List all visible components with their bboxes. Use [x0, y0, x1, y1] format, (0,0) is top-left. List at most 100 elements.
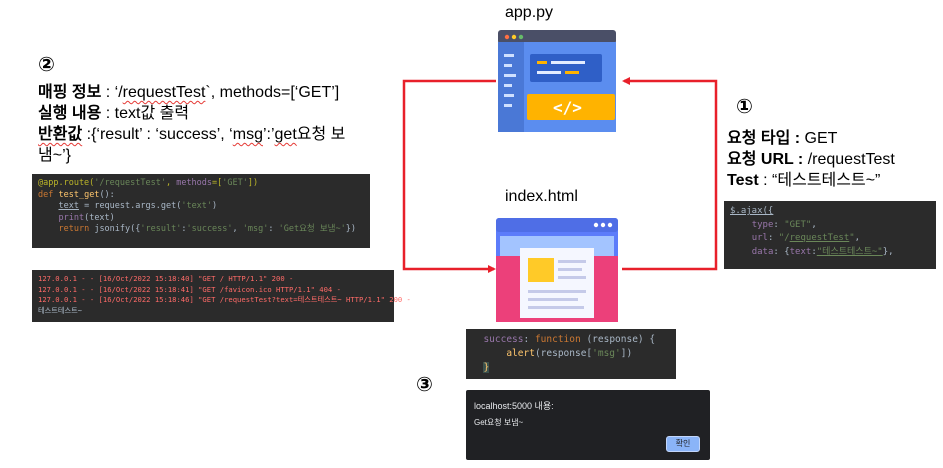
code-line: @app.route('/requestTest', methods=['GET…	[38, 178, 364, 190]
return-info-line: 반환값 :{‘result’ : ‘success’, ‘msg’:’get요청…	[38, 124, 345, 145]
request-type-key: 요청 타입 :	[727, 130, 801, 147]
code-token: '/requestTest'	[94, 178, 166, 188]
log-line: 테스트테스트~	[38, 305, 83, 315]
code-token: 'msg'	[242, 224, 269, 234]
code-token: {	[784, 246, 790, 257]
svg-text:</>: </>	[553, 98, 582, 117]
code-token: "	[849, 233, 855, 243]
code-token: function	[534, 334, 581, 345]
step-3-marker: ③	[416, 374, 433, 396]
log-line: 127.0.0.1 - - [16/Oct/2022 15:18:40] "GE…	[38, 274, 294, 283]
log-line: 127.0.0.1 - - [16/Oct/2022 15:18:41] "GE…	[38, 284, 341, 294]
alert-dialog: localhost:5000 내용: Get요청 보냄~ 확인	[466, 390, 710, 460]
exec-info-line: 실행 내용 : text값 출력	[38, 103, 345, 124]
code-token: (response[	[534, 348, 593, 359]
code-line: url: "/requestTest",	[751, 233, 861, 243]
flask-route-code: @app.route('/requestTest', methods=['GET…	[32, 174, 370, 248]
success-callback-code: success: function (response) { alert(res…	[466, 329, 676, 379]
webpage-icon	[496, 218, 618, 322]
return-info-post: 요청 보	[296, 126, 346, 143]
return-info-pre: :{‘result’ : ‘success’, ‘	[82, 126, 233, 143]
code-line: $.ajax({	[730, 205, 930, 219]
code-token: (text)	[84, 212, 115, 223]
code-token: 'text'	[181, 201, 213, 211]
ajax-request-code: $.ajax({ type: "GET", url: "/requestTest…	[724, 201, 936, 269]
exec-info-value: : text값 출력	[101, 105, 190, 122]
request-test-value: : “테스트테스트~”	[758, 172, 881, 189]
code-token: =[	[212, 178, 223, 188]
code-token: "/	[778, 233, 790, 243]
code-token: (response) {	[580, 334, 656, 345]
code-token: requestTest	[789, 233, 850, 243]
code-line: data: {text:"테스트테스트~"},	[751, 246, 894, 257]
code-token: ,	[232, 224, 243, 234]
request-type-value: GET	[800, 130, 838, 147]
code-token: 'msg'	[592, 348, 621, 359]
request-url-key: 요청 URL :	[727, 151, 804, 168]
code-token: "테스트테스트~"	[816, 246, 883, 257]
code-line: print(text)	[38, 213, 364, 225]
return-info-key: 반환값	[38, 126, 83, 143]
index-html-label: index.html	[505, 188, 578, 205]
exec-info-key: 실행 내용	[38, 105, 102, 122]
code-token: success	[483, 334, 524, 345]
code-token: 'result'	[140, 224, 182, 234]
step-1-marker: ①	[736, 96, 753, 118]
code-token: "GET"	[784, 219, 812, 230]
mapping-info-path: requestTest	[122, 84, 206, 101]
code-line: type: "GET",	[751, 219, 817, 230]
alert-ok-button[interactable]: 확인	[666, 436, 700, 452]
code-token: type	[751, 219, 774, 230]
server-log: 127.0.0.1 - - [16/Oct/2022 15:18:40] "GE…	[32, 270, 411, 322]
code-token: test_get	[58, 189, 100, 200]
return-info-line-2: 냄~’}	[38, 147, 71, 164]
request-arrow	[622, 77, 718, 271]
return-info-mid: ’:’	[262, 126, 275, 143]
code-token: :	[181, 224, 187, 234]
code-token: $.ajax({	[730, 206, 774, 216]
code-window-icon: </>	[498, 30, 616, 132]
code-line: alert(response['msg'])	[472, 347, 670, 361]
code-token: ])	[620, 348, 633, 359]
code-token: def	[38, 189, 59, 200]
mapping-description: 매핑 정보 : ‘/requestTest`, methods=[‘GET’] …	[38, 82, 345, 166]
code-token: @app.route(	[38, 178, 95, 188]
code-token: text	[58, 201, 79, 211]
mapping-info-post: `, methods=[‘GET’]	[205, 84, 340, 101]
code-token: print	[58, 212, 85, 223]
code-token: alert	[506, 348, 535, 359]
alert-title: localhost:5000 내용:	[474, 401, 554, 411]
code-token: ():	[99, 189, 115, 200]
return-info-get: get	[274, 126, 297, 143]
log-line: 127.0.0.1 - - [16/Oct/2022 15:18:46] "GE…	[38, 295, 411, 304]
code-token: }	[483, 362, 490, 373]
code-token: data	[751, 246, 774, 257]
code-line: def test_get():	[38, 190, 364, 202]
code-token: = request.args.get(	[78, 201, 182, 211]
code-line: text = request.args.get('text')	[38, 201, 364, 213]
request-test-key: Test	[727, 172, 759, 189]
code-token: },	[882, 246, 894, 257]
mapping-info-line: 매핑 정보 : ‘/requestTest`, methods=[‘GET’]	[38, 82, 345, 103]
app-py-label: app.py	[505, 4, 554, 21]
code-line: return jsonify({'result':'success', 'msg…	[38, 224, 364, 236]
code-token: jsonify({	[89, 224, 141, 234]
mapping-info-key: 매핑 정보	[38, 84, 102, 101]
alert-message: Get요청 보냄~	[474, 418, 524, 427]
request-url-value: /requestTest	[803, 151, 895, 168]
code-token: methods	[176, 178, 213, 188]
request-url-line: 요청 URL : /requestTest	[727, 149, 895, 170]
mapping-info-pre: : ‘/	[101, 84, 123, 101]
step-2-marker: ②	[38, 54, 55, 76]
code-token: 'Get요청 보냄~'	[278, 224, 346, 234]
code-token: ])	[247, 178, 259, 188]
code-token: )	[212, 201, 218, 211]
response-arrow	[402, 79, 496, 273]
code-token: return	[58, 224, 90, 234]
code-token: 'success'	[186, 224, 233, 234]
code-token: })	[345, 224, 356, 234]
code-token: text	[789, 246, 812, 257]
code-token: 'GET'	[222, 178, 248, 188]
code-token: ,	[165, 178, 177, 188]
